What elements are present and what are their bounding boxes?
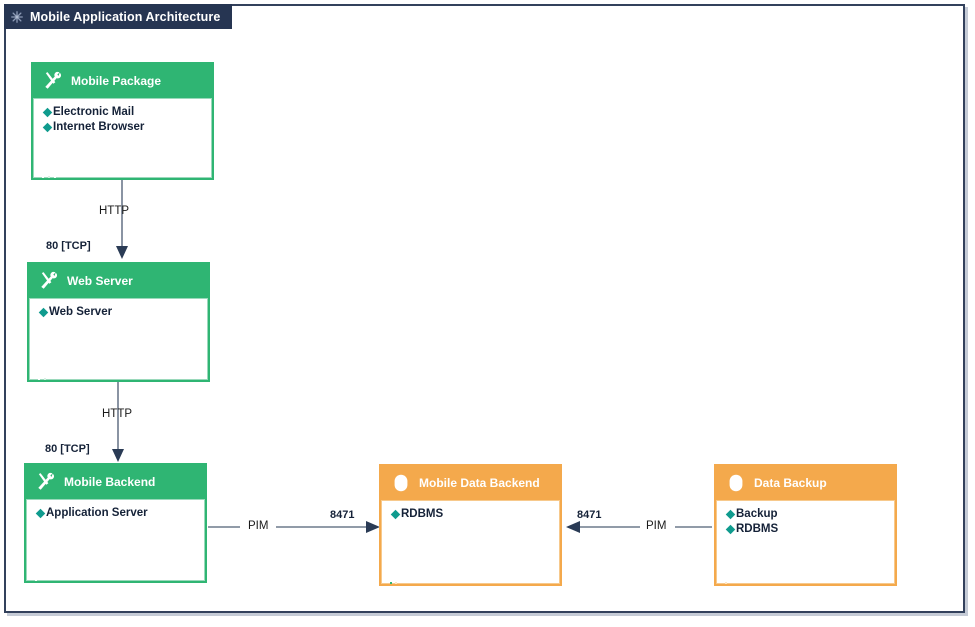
connection-protocol-label: PIM — [646, 520, 667, 532]
node-body: Web Server — [29, 298, 208, 380]
diamond-bullet-icon — [42, 107, 53, 118]
database-icon — [725, 472, 747, 494]
connection-protocol-label: HTTP — [102, 408, 133, 420]
node-title: Mobile Package — [71, 74, 162, 88]
component-label: RDBMS — [736, 523, 779, 535]
component-list: Electronic Mail Internet Browser — [42, 105, 205, 135]
connection-port-label: 80 [TCP] — [46, 240, 91, 252]
node-body: Application Server — [26, 499, 205, 581]
node-title: Mobile Backend — [64, 475, 156, 489]
list-item[interactable]: Application Server — [35, 506, 198, 521]
component-label: Internet Browser — [53, 121, 145, 133]
node-body: RDBMS — [381, 500, 560, 584]
window-title-bar: Mobile Application Architecture — [4, 4, 233, 29]
node-body: Electronic Mail Internet Browser — [33, 98, 212, 178]
diamond-bullet-icon — [35, 508, 46, 519]
tools-icon — [42, 70, 64, 92]
node-title: Web Server — [67, 274, 133, 288]
diamond-bullet-icon — [725, 524, 736, 535]
window-title: Mobile Application Architecture — [30, 9, 221, 24]
component-list: RDBMS — [390, 507, 553, 522]
component-label: Backup — [736, 508, 778, 520]
diamond-bullet-icon — [38, 307, 49, 318]
component-list: Backup RDBMS — [725, 507, 888, 537]
node-header: Data Backup — [716, 466, 895, 584]
component-label: Application Server — [46, 507, 148, 519]
component-list: Web Server — [38, 305, 201, 320]
list-item[interactable]: Electronic Mail — [42, 105, 205, 120]
component-label: RDBMS — [401, 508, 444, 520]
connection-protocol-label: HTTP — [99, 205, 130, 217]
database-icon — [390, 472, 412, 494]
node-title: Mobile Data Backend — [419, 476, 540, 490]
connection-port-label: 8471 — [577, 509, 602, 521]
list-item[interactable]: RDBMS — [390, 507, 553, 522]
node-mobile-package[interactable]: Mobile Package Electronic Mail — [31, 62, 214, 180]
node-header: Web Server — [29, 264, 208, 380]
tools-icon — [38, 270, 60, 292]
list-item[interactable]: RDBMS — [725, 522, 888, 537]
diamond-bullet-icon — [390, 509, 401, 520]
node-mobile-backend[interactable]: Mobile Backend Application Server — [24, 463, 207, 583]
node-data-backup[interactable]: Data Backup Backup — [714, 464, 897, 586]
list-item[interactable]: Internet Browser — [42, 120, 205, 135]
list-item[interactable]: Web Server — [38, 305, 201, 320]
node-header: Mobile Package — [33, 64, 212, 178]
diamond-bullet-icon — [725, 509, 736, 520]
node-body: Backup RDBMS — [716, 500, 895, 584]
connection-port-label: 8471 — [330, 509, 355, 521]
node-title: Data Backup — [754, 476, 827, 490]
tools-icon — [35, 471, 57, 493]
connection-port-label: 80 [TCP] — [45, 443, 90, 455]
component-label: Electronic Mail — [53, 106, 135, 118]
node-mobile-data-backend[interactable]: Mobile Data Backend RDBMS — [379, 464, 562, 586]
node-header: Mobile Data Backend — [381, 466, 560, 584]
component-label: Web Server — [49, 306, 113, 318]
connection-protocol-label: PIM — [248, 520, 269, 532]
node-web-server[interactable]: Web Server Web Server — [27, 262, 210, 382]
diamond-bullet-icon — [42, 122, 53, 133]
list-item[interactable]: Backup — [725, 507, 888, 522]
asterisk-icon — [10, 10, 24, 24]
component-list: Application Server — [35, 506, 198, 521]
node-header: Mobile Backend — [26, 465, 205, 581]
